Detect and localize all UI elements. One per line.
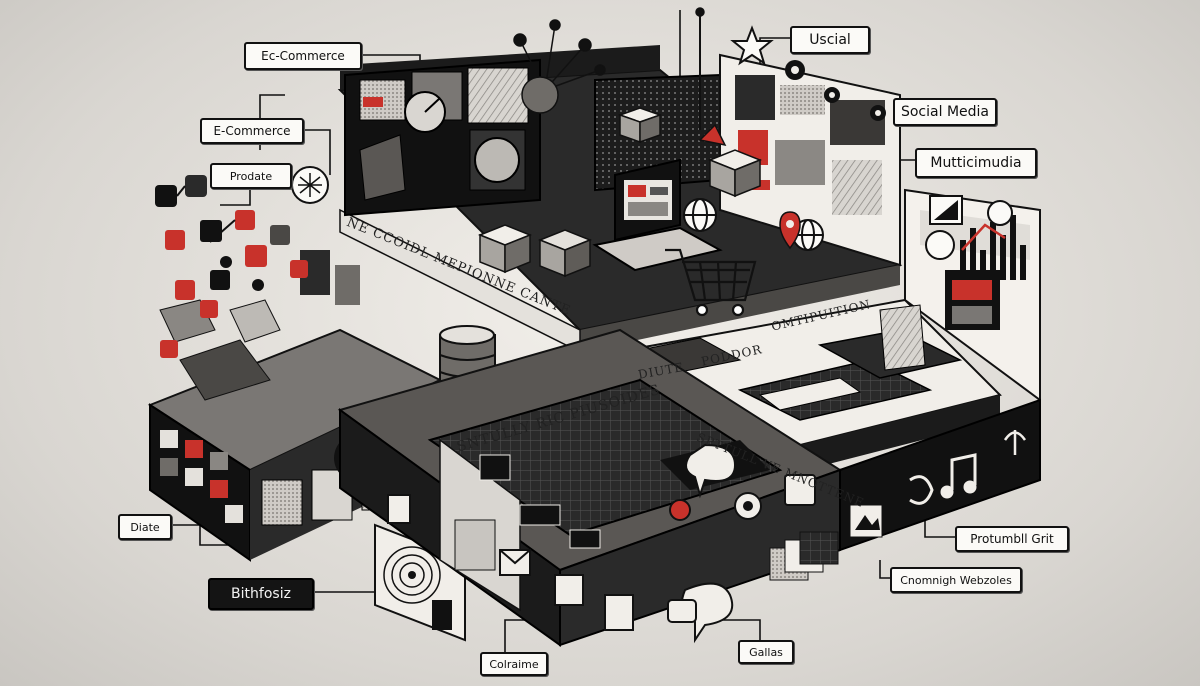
music-note-icon xyxy=(940,430,1027,499)
callout-prodution-grit: Protumbll Grit xyxy=(955,526,1069,552)
callout-bithfosiz: Bithfosiz xyxy=(208,578,314,610)
cube-blocks xyxy=(477,107,763,278)
front-right-wall xyxy=(769,398,1041,581)
bar-chart-icon xyxy=(960,215,1026,280)
camera-icon xyxy=(849,504,883,538)
callout-cnomnigh-webzoles: Cnomnigh Webzoles xyxy=(890,567,1022,593)
star-icon xyxy=(730,25,774,66)
callout-ecommerce-top: Ec-Commerce xyxy=(244,42,362,70)
molecule-network xyxy=(513,7,727,147)
laptop-icon xyxy=(592,158,723,272)
callout-social-media: Social Media xyxy=(893,98,997,126)
callout-ecommerce: E-Commerce xyxy=(200,118,304,144)
platform-front-center xyxy=(337,328,843,647)
callout-multimedia: Mutticimudia xyxy=(915,148,1037,178)
platform-left xyxy=(147,60,886,642)
callout-uscial: Uscial xyxy=(790,26,870,54)
map-pin-icon xyxy=(779,211,801,250)
callout-diate: Diate xyxy=(118,514,172,540)
document-icon xyxy=(387,494,634,631)
callout-gallas: Gallas xyxy=(738,640,794,664)
speech-bubble-icon xyxy=(667,582,734,644)
callout-produce: Prodate xyxy=(210,163,292,189)
callout-colraime: Colraime xyxy=(480,652,548,676)
social-tag-icons xyxy=(155,175,308,358)
shopping-cart-icon xyxy=(665,248,757,317)
